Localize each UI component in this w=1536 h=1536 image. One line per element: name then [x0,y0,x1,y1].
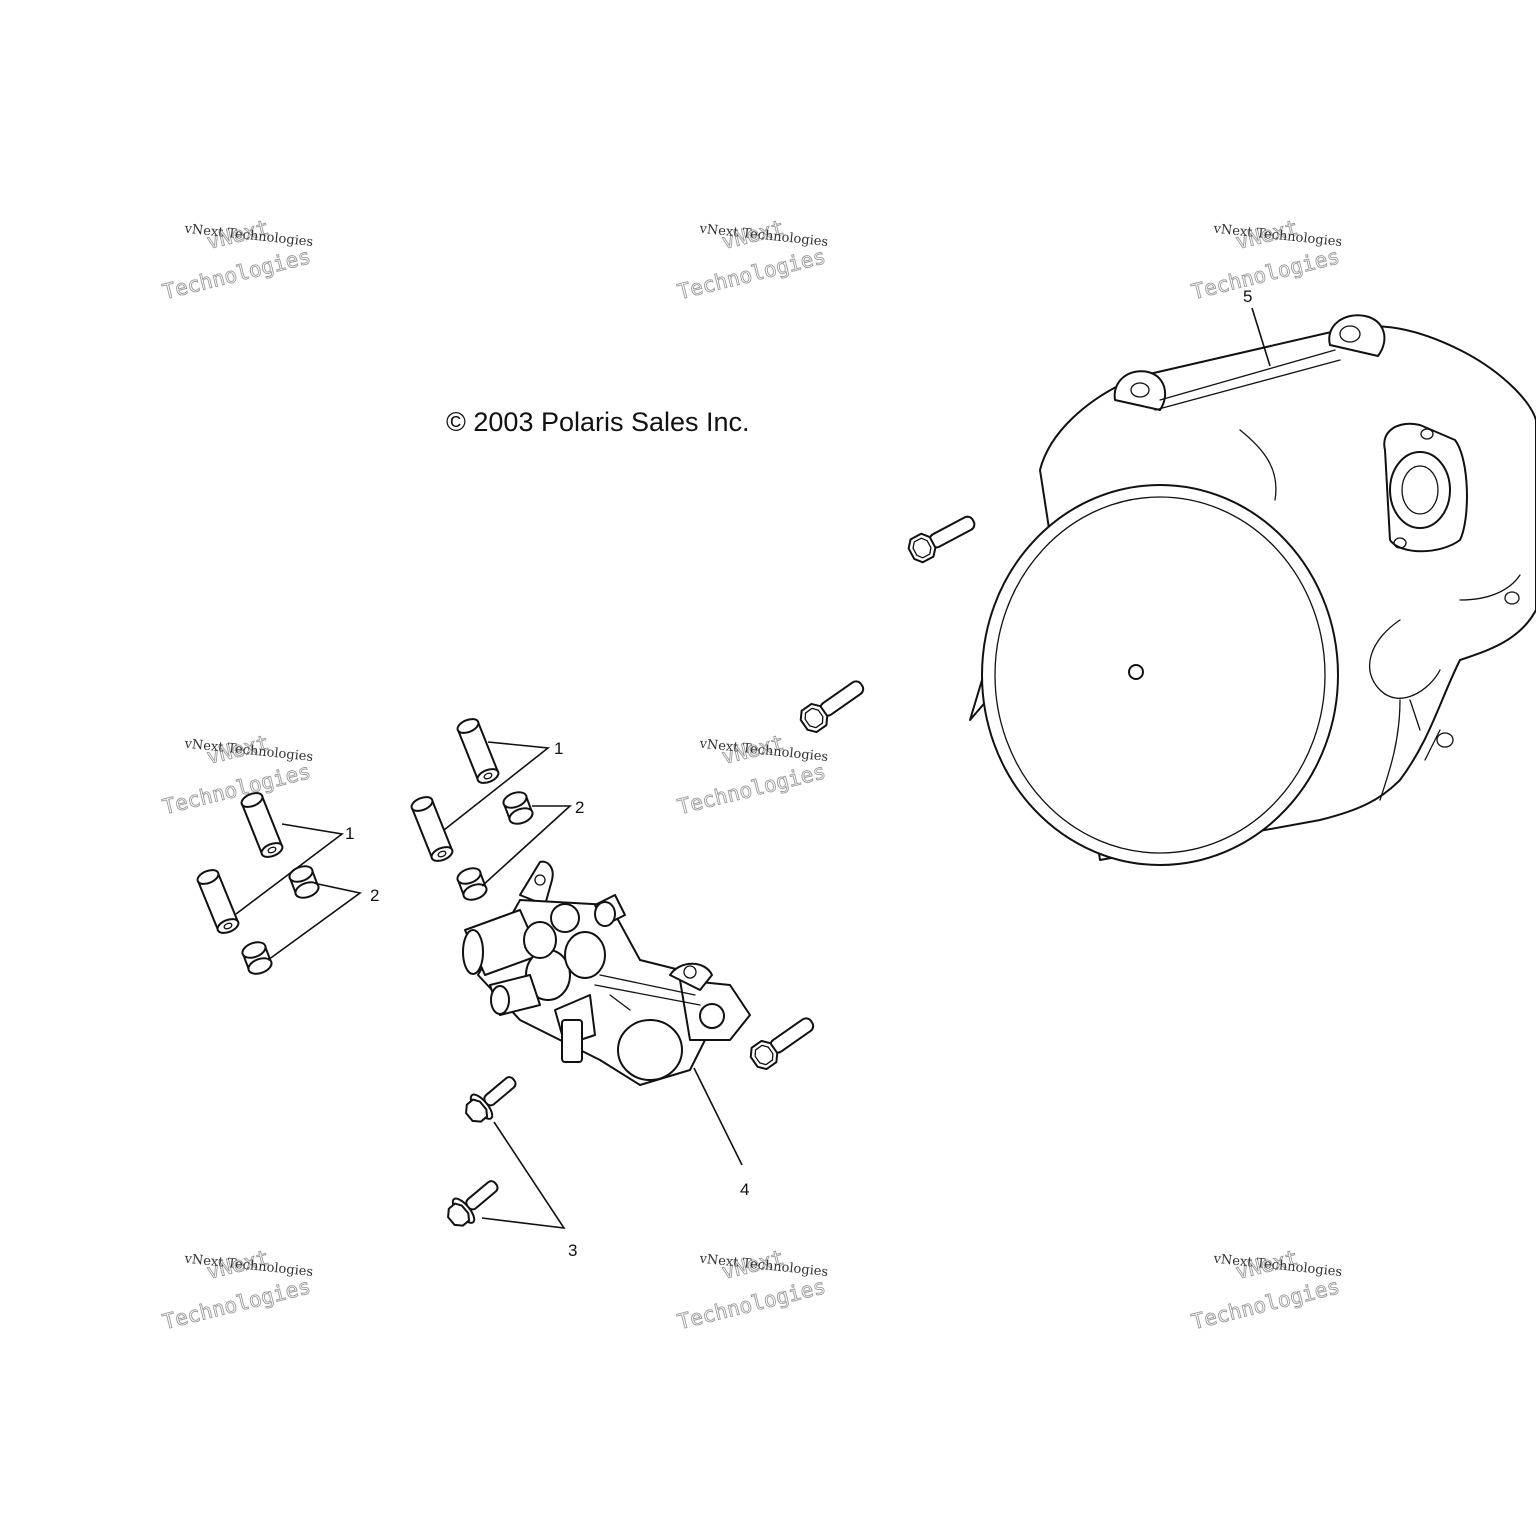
watermark: vNext Technologies vNext Technologies [160,1245,314,1335]
svg-text:Technologies: Technologies [1189,1274,1342,1334]
svg-text:Technologies: Technologies [675,244,828,304]
bushing-left-upper-part-2 [288,865,320,899]
flange-bolt-lower-part-3 [447,1180,499,1227]
callout-4: 4 [740,1180,749,1199]
housing-cover-part-5 [969,314,1536,866]
flange-bolt-upper-part-3 [465,1076,517,1123]
svg-text:Technologies: Technologies [160,244,313,304]
callout-5: 5 [1243,287,1252,306]
spacer-tube-left-upper-part-1 [240,792,284,858]
bushing-mid-upper-part-2 [502,791,534,825]
valve-body-part-4 [462,860,751,1086]
spacer-tube-mid-lower-part-1 [410,796,454,862]
watermark: vNext Technologies vNext Technologies [675,1245,829,1335]
bolt-housing-upper [907,515,976,564]
callout-1-mid: 1 [554,739,563,758]
watermark: vNext Technologies vNext Technologies [1189,1245,1343,1335]
leader-lines [235,307,1271,1230]
watermark: vNext Technologies vNext Technologies [1189,215,1343,305]
spacer-tube-left-lower-part-1 [196,869,240,934]
bolt-housing-lower [799,680,865,734]
svg-text:Technologies: Technologies [675,1274,828,1334]
bolt-pump-right [749,1017,815,1071]
bushing-mid-lower-part-2 [456,867,488,901]
callout-1-left: 1 [345,824,354,843]
svg-text:Technologies: Technologies [1189,244,1342,304]
watermark: vNext Technologies vNext Technologies [160,730,314,820]
svg-text:Technologies: Technologies [675,759,828,819]
spacer-tube-mid-upper-part-1 [456,718,500,784]
svg-text:Technologies: Technologies [160,1274,313,1334]
watermark: vNext Technologies vNext Technologies [675,215,829,305]
watermark: vNext Technologies vNext Technologies [160,215,314,305]
callout-3: 3 [568,1241,577,1260]
svg-text:Technologies: Technologies [160,759,313,819]
callout-2-left: 2 [370,886,379,905]
bushing-left-lower-part-2 [241,941,273,975]
copyright-text: © 2003 Polaris Sales Inc. [446,407,750,437]
watermark: vNext Technologies vNext Technologies [675,730,829,820]
callout-2-mid: 2 [575,798,584,817]
